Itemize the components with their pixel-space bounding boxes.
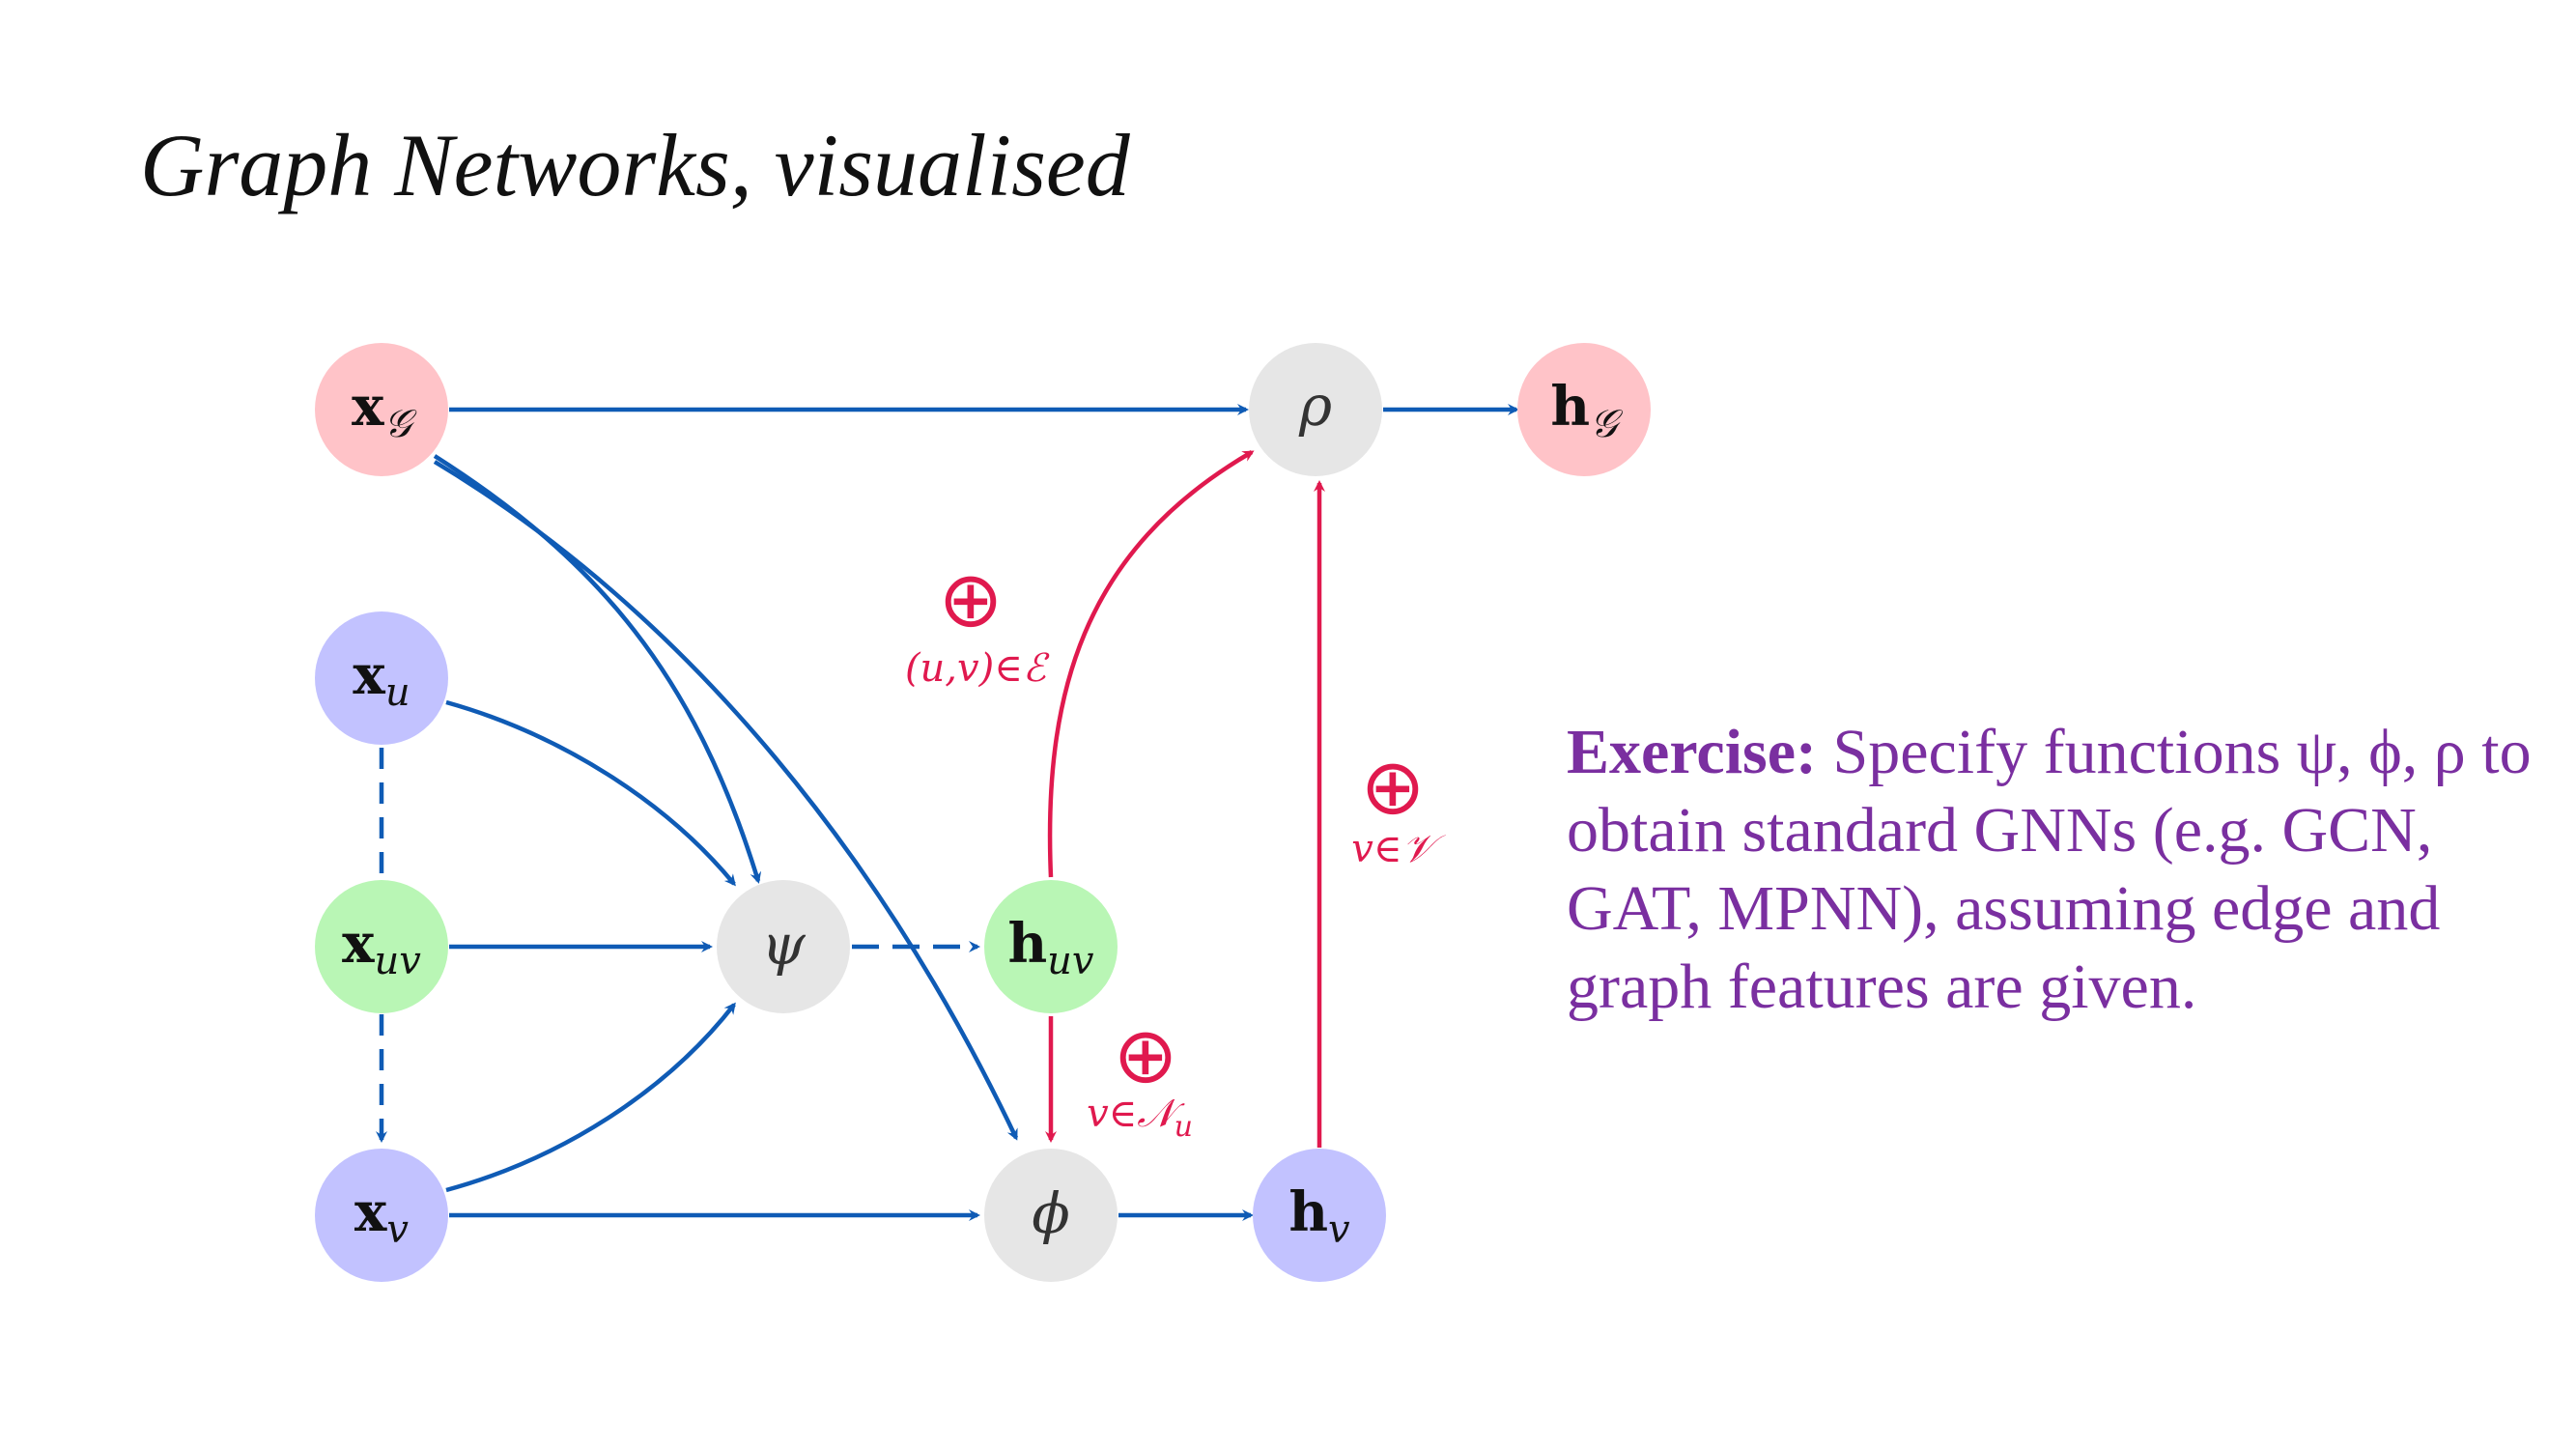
node-hv: hv	[1253, 1149, 1386, 1282]
exercise-lead: Exercise:	[1567, 717, 1818, 787]
svg-text:⊕: ⊕	[938, 554, 1003, 644]
svg-text:xuv: xuv	[342, 912, 421, 983]
edge-huv-to-rho	[1047, 450, 1255, 878]
svg-text:v∈𝒱: v∈𝒱	[1351, 827, 1446, 871]
node-xG: x𝒢	[315, 343, 448, 476]
slide-title: Graph Networks, visualised	[140, 116, 1130, 214]
svg-text:(u,v)∈ℰ: (u,v)∈ℰ	[905, 646, 1050, 691]
node-xuv: xuv	[315, 880, 448, 1013]
node-phi: ϕ	[984, 1149, 1118, 1282]
edge-xG-to-phi	[433, 460, 1019, 1141]
svg-text:v∈𝒩u: v∈𝒩u	[1087, 1092, 1193, 1144]
aggregation-over-neighbors: ⊕ v∈𝒩u	[1087, 1010, 1193, 1144]
svg-text:⊕: ⊕	[1113, 1010, 1177, 1100]
svg-text:xu: xu	[353, 643, 410, 715]
edge-xG-to-psi	[433, 454, 762, 884]
node-hG: h𝒢	[1517, 343, 1651, 476]
edge-xv-to-psi	[445, 1002, 736, 1193]
svg-text:ψ: ψ	[761, 912, 806, 978]
node-xv: xv	[315, 1149, 448, 1282]
svg-text:ϕ: ϕ	[1032, 1180, 1070, 1246]
edge-xu-to-psi	[445, 699, 736, 887]
aggregation-over-nodes: ⊕ v∈𝒱	[1351, 742, 1446, 871]
node-psi: ψ	[717, 880, 850, 1013]
exercise-text: Exercise: Specify functions ψ, ϕ, ρ to o…	[1567, 713, 2571, 1026]
node-huv: huv	[984, 880, 1118, 1013]
svg-text:⊕: ⊕	[1360, 742, 1425, 832]
node-xu: xu	[315, 611, 448, 745]
svg-text:ρ: ρ	[1298, 373, 1332, 439]
node-rho: ρ	[1249, 343, 1382, 476]
aggregation-over-edges: ⊕ (u,v)∈ℰ	[905, 554, 1050, 691]
exercise-body: Specify functions ψ, ϕ, ρ to obtain stan…	[1567, 717, 2532, 1022]
svg-text:xv: xv	[354, 1180, 409, 1252]
svg-text:hv: hv	[1288, 1180, 1350, 1252]
svg-text:huv: huv	[1007, 912, 1093, 983]
